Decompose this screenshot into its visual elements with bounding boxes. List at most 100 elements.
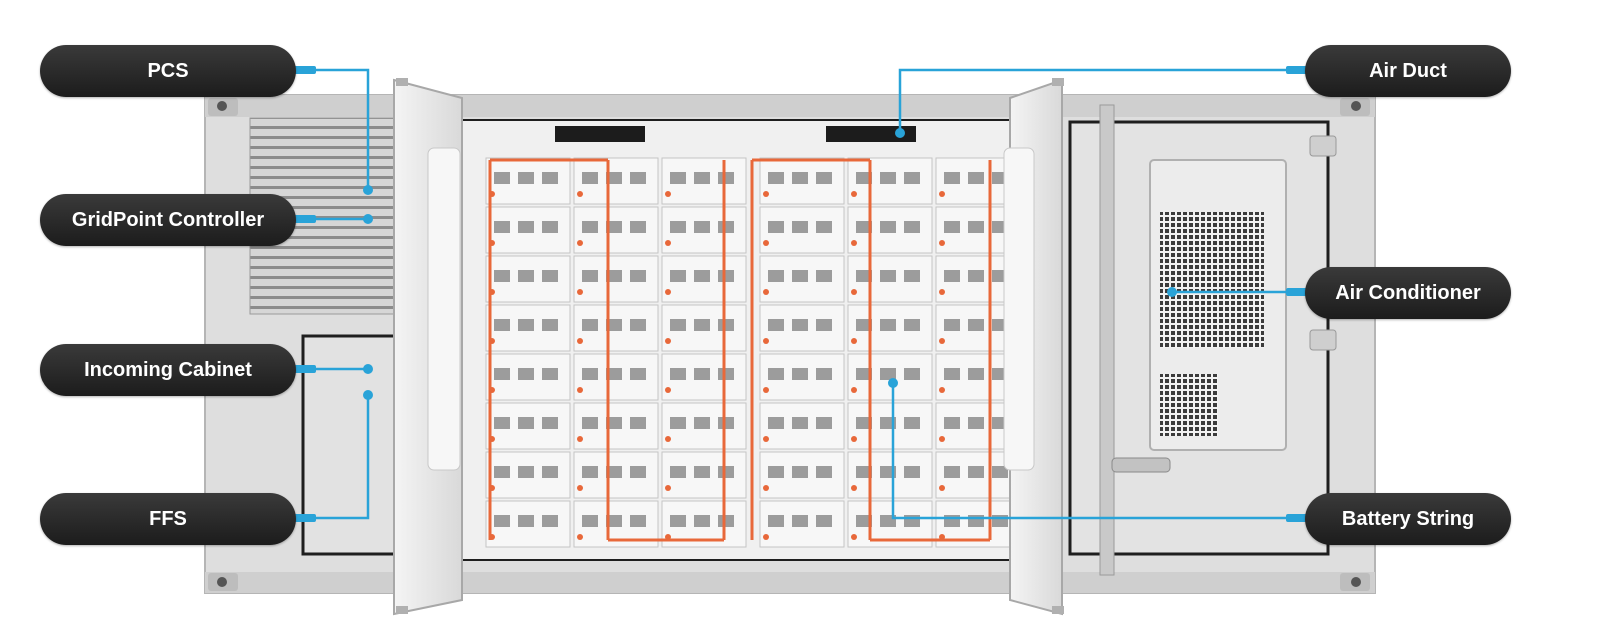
battery-module-connector (904, 417, 920, 429)
battery-terminal (577, 534, 583, 540)
battery-terminal (763, 534, 769, 540)
battery-module-connector (968, 270, 984, 282)
battery-terminal (763, 289, 769, 295)
battery-module-connector (630, 221, 646, 233)
battery-terminal (939, 387, 945, 393)
battery-terminal (939, 485, 945, 491)
battery-module-connector (968, 368, 984, 380)
battery-terminal (763, 436, 769, 442)
battery-terminal (665, 289, 671, 295)
label-air-conditioner: Air Conditioner (1305, 267, 1511, 319)
label-ffs: FFS (40, 493, 296, 545)
label-air-duct: Air Duct (1305, 45, 1511, 97)
battery-module-connector (792, 417, 808, 429)
battery-module-connector (670, 515, 686, 527)
battery-terminal (665, 191, 671, 197)
battery-module-connector (630, 319, 646, 331)
battery-module-connector (944, 466, 960, 478)
battery-module-connector (992, 466, 1008, 478)
battery-module-connector (944, 270, 960, 282)
battery-module-connector (768, 172, 784, 184)
air-conditioner-grille (1160, 212, 1264, 348)
battery-module-connector (856, 515, 872, 527)
battery-module-connector (792, 319, 808, 331)
battery-module-connector (968, 466, 984, 478)
battery-module-connector (968, 417, 984, 429)
air-duct-vent-left (555, 126, 645, 142)
battery-module-connector (792, 466, 808, 478)
battery-terminal (577, 338, 583, 344)
battery-module-connector (518, 319, 534, 331)
battery-terminal (665, 240, 671, 246)
battery-terminal (763, 387, 769, 393)
battery-terminal (851, 534, 857, 540)
battery-module-connector (768, 515, 784, 527)
battery-module-connector (494, 319, 510, 331)
battery-module-connector (904, 368, 920, 380)
battery-terminal (577, 387, 583, 393)
battery-module-connector (606, 221, 622, 233)
battery-module-connector (542, 319, 558, 331)
battery-module-connector (630, 515, 646, 527)
battery-terminal (851, 240, 857, 246)
battery-module-connector (582, 466, 598, 478)
battery-module-connector (718, 221, 734, 233)
label-battery-string: Battery String (1305, 493, 1511, 545)
battery-module-connector (904, 466, 920, 478)
battery-module-connector (630, 368, 646, 380)
battery-terminal (665, 485, 671, 491)
battery-terminal (577, 289, 583, 295)
battery-terminal (939, 436, 945, 442)
battery-module-connector (944, 172, 960, 184)
battery-module-connector (542, 368, 558, 380)
battery-module-connector (856, 368, 872, 380)
battery-module-connector (768, 270, 784, 282)
battery-module-connector (606, 270, 622, 282)
battery-module-connector (944, 368, 960, 380)
battery-module-connector (606, 172, 622, 184)
battery-module-connector (944, 417, 960, 429)
battery-module-connector (904, 270, 920, 282)
battery-module-connector (582, 319, 598, 331)
battery-terminal (851, 436, 857, 442)
battery-module-connector (582, 417, 598, 429)
battery-module-connector (816, 221, 832, 233)
battery-module-connector (670, 319, 686, 331)
battery-module-connector (816, 417, 832, 429)
battery-module-connector (856, 270, 872, 282)
label-gridpoint-controller: GridPoint Controller (40, 194, 296, 246)
battery-module-connector (904, 172, 920, 184)
battery-module-connector (542, 172, 558, 184)
battery-module-connector (542, 270, 558, 282)
battery-terminal (851, 191, 857, 197)
battery-module-connector (694, 417, 710, 429)
battery-module-connector (518, 417, 534, 429)
label-incoming-cabinet: Incoming Cabinet (40, 344, 296, 396)
battery-module-connector (880, 172, 896, 184)
battery-terminal (851, 289, 857, 295)
battery-module-connector (606, 515, 622, 527)
battery-module-connector (816, 368, 832, 380)
battery-module-connector (768, 221, 784, 233)
battery-terminal (851, 387, 857, 393)
battery-module-connector (494, 172, 510, 184)
battery-module-connector (582, 515, 598, 527)
air-duct-vent-right (826, 126, 916, 142)
battery-module-connector (582, 221, 598, 233)
battery-module-connector (582, 172, 598, 184)
callout-lines (296, 68, 1305, 520)
battery-terminal (939, 240, 945, 246)
air-conditioner-small-grille (1160, 374, 1218, 436)
battery-terminal (851, 338, 857, 344)
battery-terminal (665, 387, 671, 393)
battery-module-connector (630, 417, 646, 429)
battery-module-connector (630, 270, 646, 282)
label-pcs: PCS (40, 45, 296, 97)
battery-module-connector (542, 515, 558, 527)
battery-module-connector (768, 466, 784, 478)
battery-terminal (763, 485, 769, 491)
battery-module-connector (904, 221, 920, 233)
battery-module-connector (856, 172, 872, 184)
battery-module-connector (494, 466, 510, 478)
